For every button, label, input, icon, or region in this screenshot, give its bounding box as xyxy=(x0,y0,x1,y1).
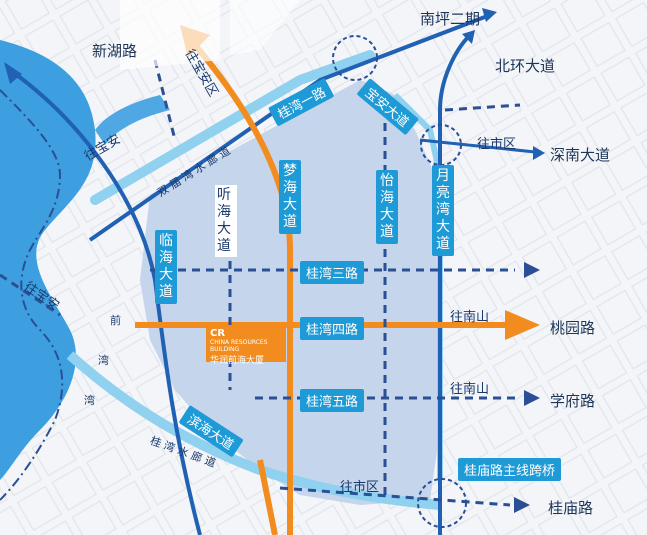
bay-water xyxy=(95,95,170,145)
road-yueliangwan[interactable]: 月亮湾大道 xyxy=(432,165,454,256)
sea-water xyxy=(0,40,96,480)
label-wangshi-2: 往市区 xyxy=(340,480,380,495)
road-menghai[interactable]: 梦海大道 xyxy=(279,160,301,234)
arrow-head-nanping xyxy=(462,30,475,44)
arrow-head-xuefu xyxy=(524,390,540,406)
shuangjie-corridor xyxy=(90,50,375,205)
menghai-orange-road xyxy=(192,43,293,535)
block-1 xyxy=(120,0,220,70)
shennan-road xyxy=(419,138,536,154)
label-beihuan: 北环大道 xyxy=(495,57,556,75)
road-tinghai[interactable]: 听海大道 xyxy=(215,185,237,257)
building-en-name: CHINA RESOURCES BUILDING xyxy=(210,339,268,353)
block-2 xyxy=(230,0,300,55)
label-shennan: 深南大道 xyxy=(550,146,611,164)
label-xuefu: 学府路 xyxy=(550,392,596,410)
label-wangshi-1: 往市区 xyxy=(477,137,517,152)
corridor-left-char-1: 前 xyxy=(110,314,121,327)
arrow-head-top xyxy=(482,8,497,22)
road-guiwan3[interactable]: 桂湾三路 xyxy=(300,261,365,284)
interchange-circle-top xyxy=(332,35,378,81)
road-guiwan5[interactable]: 桂湾五路 xyxy=(300,389,365,412)
label-nanping: 南坪二期 xyxy=(420,10,481,28)
arrow-head-taoyuan xyxy=(505,310,540,340)
building-marker[interactable]: CR CHINA RESOURCES BUILDING 华润前海大厦 xyxy=(206,326,286,366)
label-wangnanshan-2: 往南山 xyxy=(450,382,490,397)
road-yihai[interactable]: 怡海大道 xyxy=(376,170,398,244)
interchange-circle-south xyxy=(417,478,467,528)
boundary-line xyxy=(0,89,64,501)
arrow-head-guiwan3 xyxy=(524,262,540,278)
corridor-left-char-3: 湾 xyxy=(84,394,95,407)
label-guimiao: 桂庙路 xyxy=(548,499,594,517)
arrow-head-left xyxy=(4,62,22,84)
label-wangnanshan-1: 往南山 xyxy=(450,310,490,325)
label-taoyuan: 桃园路 xyxy=(550,319,596,337)
building-logo: CR xyxy=(210,328,226,339)
yueliangwan-highway xyxy=(438,33,472,535)
road-linhai[interactable]: 临海大道 xyxy=(155,230,177,304)
arrow-head-guimiao xyxy=(514,497,530,513)
label-xinhu: 新湖路 xyxy=(92,42,138,60)
building-cn-name: 华润前海大厦 xyxy=(210,356,265,366)
arrow-head-shennan xyxy=(533,146,545,160)
corridor-left-char-2: 湾 xyxy=(98,354,109,367)
road-guimiao-bridge[interactable]: 桂庙路主线跨桥 xyxy=(458,458,562,481)
orange-road-south xyxy=(257,459,278,535)
road-guiwan4[interactable]: 桂湾四路 xyxy=(300,317,365,340)
